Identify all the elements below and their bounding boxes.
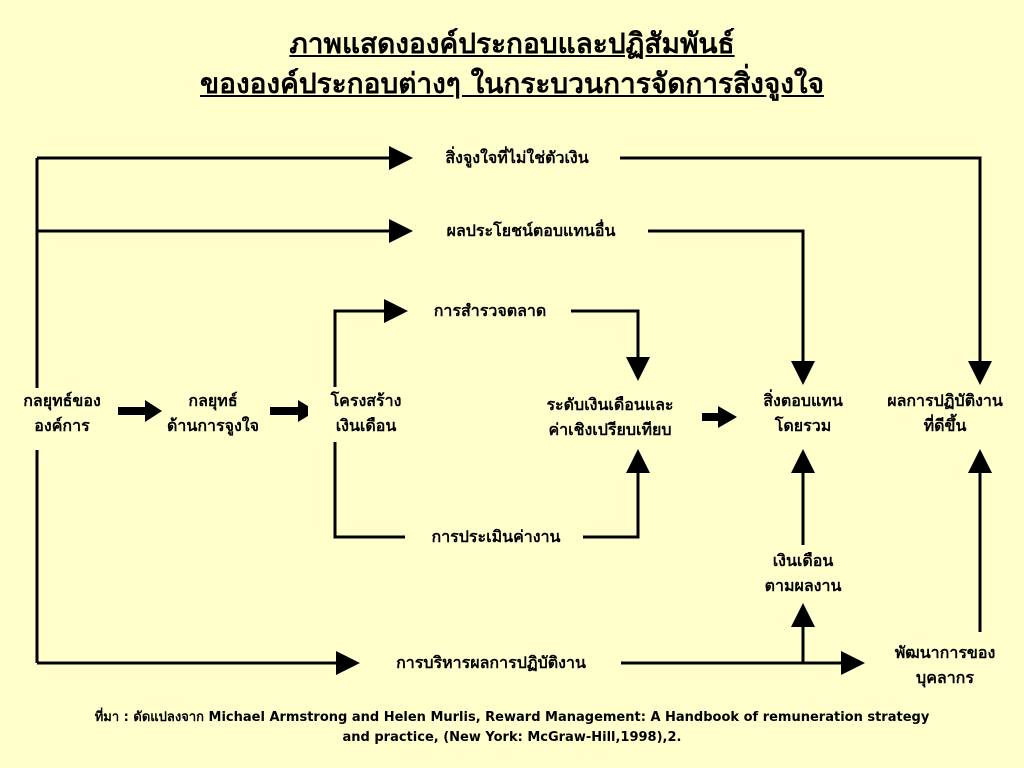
label-other-benefits: ผลประโยชน์ตอบแทนอื่น <box>414 219 648 243</box>
node-better-performance-line-1: ผลการปฏิบัติงาน <box>887 391 1003 410</box>
edge-other-benefits-to-total <box>645 229 815 385</box>
node-salary-structure: โครงสร้าง เงินเดือน <box>308 388 424 438</box>
edge-structure-to-survey <box>333 299 408 387</box>
diagram-title-line-1: ภาพแสดงองค์ประกอบและปฏิสัมพันธ์ <box>289 27 735 60</box>
label-performance-management: การบริหารผลการปฏิบัติงาน <box>361 651 621 675</box>
diagram-title-line-2: ขององค์ประกอบต่างๆ ในกระบวนการจัดการสิ่ง… <box>199 67 825 100</box>
edge-structure-to-evaluation <box>333 442 405 539</box>
label-job-evaluation: การประเมินค่างาน <box>409 525 583 549</box>
node-salary-structure-line-1: โครงสร้าง <box>330 391 402 410</box>
node-total-reward-line-2: โดยรวม <box>774 416 832 435</box>
node-salary-level-line-1: ระดับเงินเดือนและ <box>546 395 674 414</box>
node-total-reward-line-1: สิ่งตอบแทน <box>763 391 843 410</box>
node-staff-development-line-2: บุคลากร <box>916 668 974 687</box>
edge-evaluation-to-level <box>580 449 650 539</box>
node-org-strategy-line-2: องค์การ <box>34 416 90 435</box>
node-motivation-strategy-line-2: ด้านการจูงใจ <box>167 416 259 435</box>
flow-arrow-1 <box>118 400 162 422</box>
node-salary-level-line-2: ค่าเชิงเปรียบเทียบ <box>548 420 672 439</box>
node-salary-level: ระดับเงินเดือนและ ค่าเชิงเปรียบเทียบ <box>518 392 702 442</box>
label-non-monetary: สิ่งจูงใจที่ไม่ใช่ตัวเงิน <box>414 146 620 170</box>
edge-non-monetary-to-performance <box>618 156 992 385</box>
node-better-performance-line-2: ที่ดีขึ้น <box>923 416 967 435</box>
node-motivation-strategy-line-1: กลยุทธ์ <box>188 391 238 410</box>
flow-arrow-3 <box>690 406 737 428</box>
node-salary-structure-line-2: เงินเดือน <box>335 416 397 435</box>
node-performance-pay-line-1: เงินเดือน <box>772 551 834 570</box>
node-performance-pay-line-2: ตามผลงาน <box>764 576 842 595</box>
flow-arrow-2 <box>270 400 316 422</box>
node-motivation-strategy: กลยุทธ์ ด้านการจูงใจ <box>146 388 280 438</box>
source-line-2: and practice, (New York: McGraw-Hill,199… <box>342 730 682 745</box>
node-staff-development-line-1: พัฒนาการของ <box>894 643 996 662</box>
node-staff-development: พัฒนาการของ บุคลากร <box>866 640 1024 690</box>
node-total-reward: สิ่งตอบแทน โดยรวม <box>738 388 868 438</box>
node-org-strategy-line-1: กลยุทธ์ของ <box>23 391 101 410</box>
node-org-strategy: กลยุทธ์ของ องค์การ <box>0 388 124 438</box>
node-performance-pay: เงินเดือน ตามผลงาน <box>738 548 868 598</box>
label-market-survey: การสำรวจตลาด <box>409 299 571 323</box>
source-citation: ที่มา : ดัดแปลงจาก Michael Armstrong and… <box>20 708 1004 748</box>
node-better-performance: ผลการปฏิบัติงาน ที่ดีขึ้น <box>866 388 1024 438</box>
edge-survey-to-level <box>568 309 650 381</box>
source-line-1: ที่มา : ดัดแปลงจาก Michael Armstrong and… <box>94 710 930 725</box>
